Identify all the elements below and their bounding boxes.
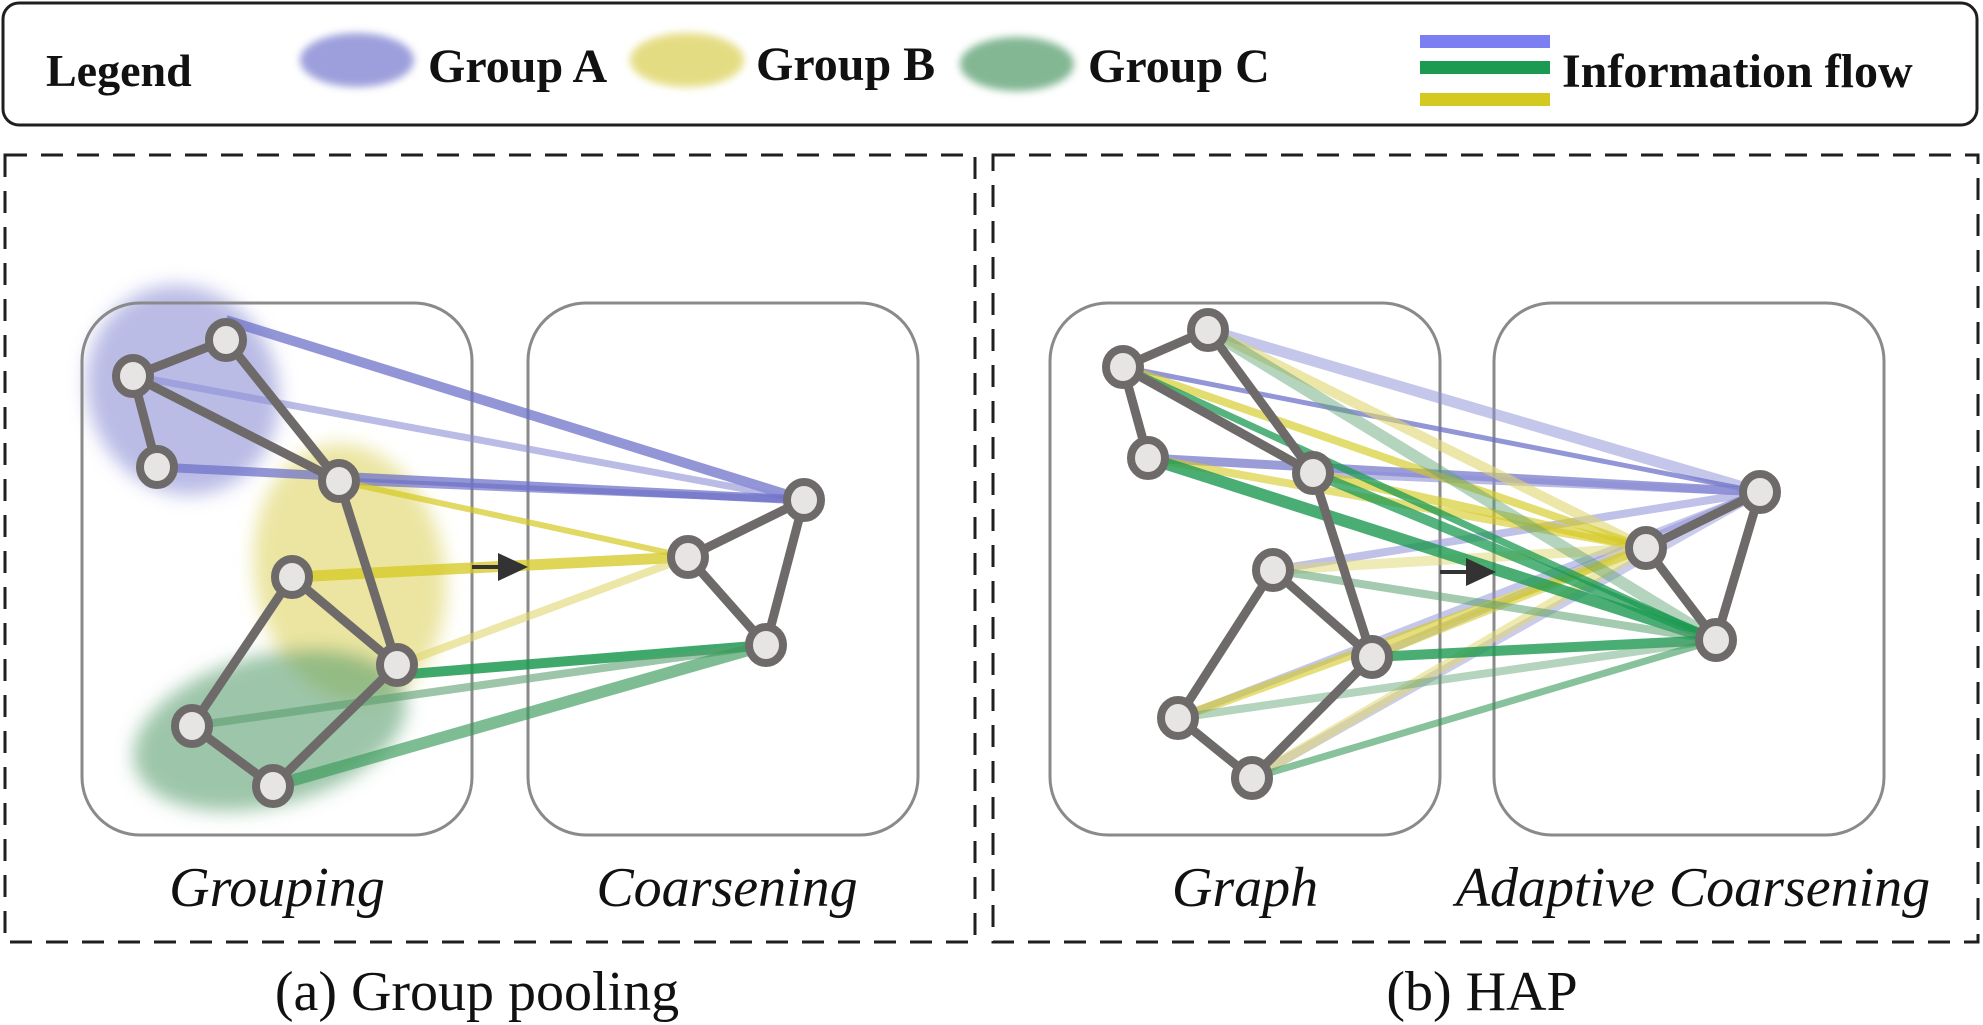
graph-node	[376, 643, 418, 687]
graph-node	[1351, 635, 1393, 679]
panel-a: Grouping Coarsening	[3, 153, 977, 944]
legend-frame	[1, 1, 1979, 127]
flow-line	[338, 478, 689, 560]
flow-line	[1312, 469, 1761, 496]
adaptive-coarsening-nodes	[1625, 470, 1781, 662]
arrow-b	[1440, 558, 1496, 586]
flow-line	[1121, 363, 1648, 552]
graph-node	[783, 478, 825, 522]
flow-line	[1371, 635, 1717, 662]
legend-swatch-group-c	[960, 37, 1074, 91]
graph-node	[1157, 696, 1199, 740]
coarsening-label-a: Coarsening	[596, 857, 857, 919]
legend-flow-line-yellow	[1420, 93, 1550, 106]
arrow-a	[472, 553, 528, 581]
flow-line	[1146, 452, 1718, 646]
legend-swatch-group-b	[630, 33, 744, 87]
graph-node	[1625, 526, 1667, 570]
flow-line	[1205, 325, 1649, 553]
graph-node	[1187, 308, 1229, 352]
flow-line	[1272, 488, 1761, 574]
legend-title: Legend	[46, 45, 192, 96]
graph-node	[318, 459, 360, 503]
legend-label-group-a: Group A	[428, 40, 608, 93]
graph-node	[205, 318, 247, 362]
graph-node	[271, 555, 313, 599]
graph-node	[745, 623, 787, 667]
legend: Legend Group A Group B Group C Informati…	[1, 1, 1979, 127]
graph-box	[1048, 301, 1442, 837]
coarsening-graph-nodes-a	[667, 478, 825, 667]
flow-line	[1251, 636, 1717, 782]
panel-b: Graph Adaptive Coarsening	[991, 153, 1980, 944]
legend-flow-line-green	[1420, 61, 1550, 74]
caption-a: (a) Group pooling	[275, 961, 679, 1023]
graph-node	[136, 445, 178, 489]
legend-label-group-b: Group B	[756, 38, 935, 91]
graph-node	[1292, 451, 1334, 495]
legend-swatch-group-a	[300, 33, 414, 87]
graph-node	[1231, 756, 1273, 800]
flow-line	[191, 641, 767, 730]
flow-line	[338, 477, 805, 504]
flow-line	[1177, 636, 1717, 722]
adaptive-coarsening-label: Adaptive Coarsening	[1452, 857, 1930, 919]
graph-node	[112, 354, 154, 398]
hap-graph-nodes	[1102, 308, 1393, 800]
flow-line	[271, 639, 768, 792]
graph-node	[1695, 618, 1737, 662]
graph-node	[1102, 345, 1144, 389]
caption-b: (b) HAP	[1386, 961, 1577, 1023]
legend-flow-label: Information flow	[1562, 45, 1913, 98]
flow-line	[395, 553, 690, 669]
coarsening-box-a	[526, 301, 920, 837]
flow-line	[1206, 324, 1762, 498]
graph-node	[1252, 548, 1294, 592]
flow-line	[1122, 364, 1761, 495]
legend-flow-line-blue	[1420, 35, 1550, 48]
flow-line	[1311, 468, 1718, 645]
legend-label-group-c: Group C	[1088, 40, 1270, 93]
graph-node	[171, 704, 213, 748]
graph-node	[667, 535, 709, 579]
panel-b-frame	[991, 153, 1980, 944]
graph-label: Graph	[1172, 857, 1318, 919]
flow-line	[132, 372, 805, 504]
graph-node	[1127, 436, 1169, 480]
flow-line	[1204, 324, 1720, 646]
grouping-graph-nodes	[112, 318, 418, 808]
flow-line	[224, 315, 806, 505]
grouping-label: Grouping	[169, 857, 385, 919]
flows-a	[132, 315, 806, 792]
panel-a-frame	[3, 153, 977, 944]
graph-node	[1739, 470, 1781, 514]
graph-node	[252, 764, 294, 808]
flows-b	[1121, 324, 1763, 783]
coarsening-graph-edges-a	[683, 495, 809, 650]
flow-line	[1312, 468, 1647, 553]
grouping-graph-edges	[128, 335, 402, 791]
